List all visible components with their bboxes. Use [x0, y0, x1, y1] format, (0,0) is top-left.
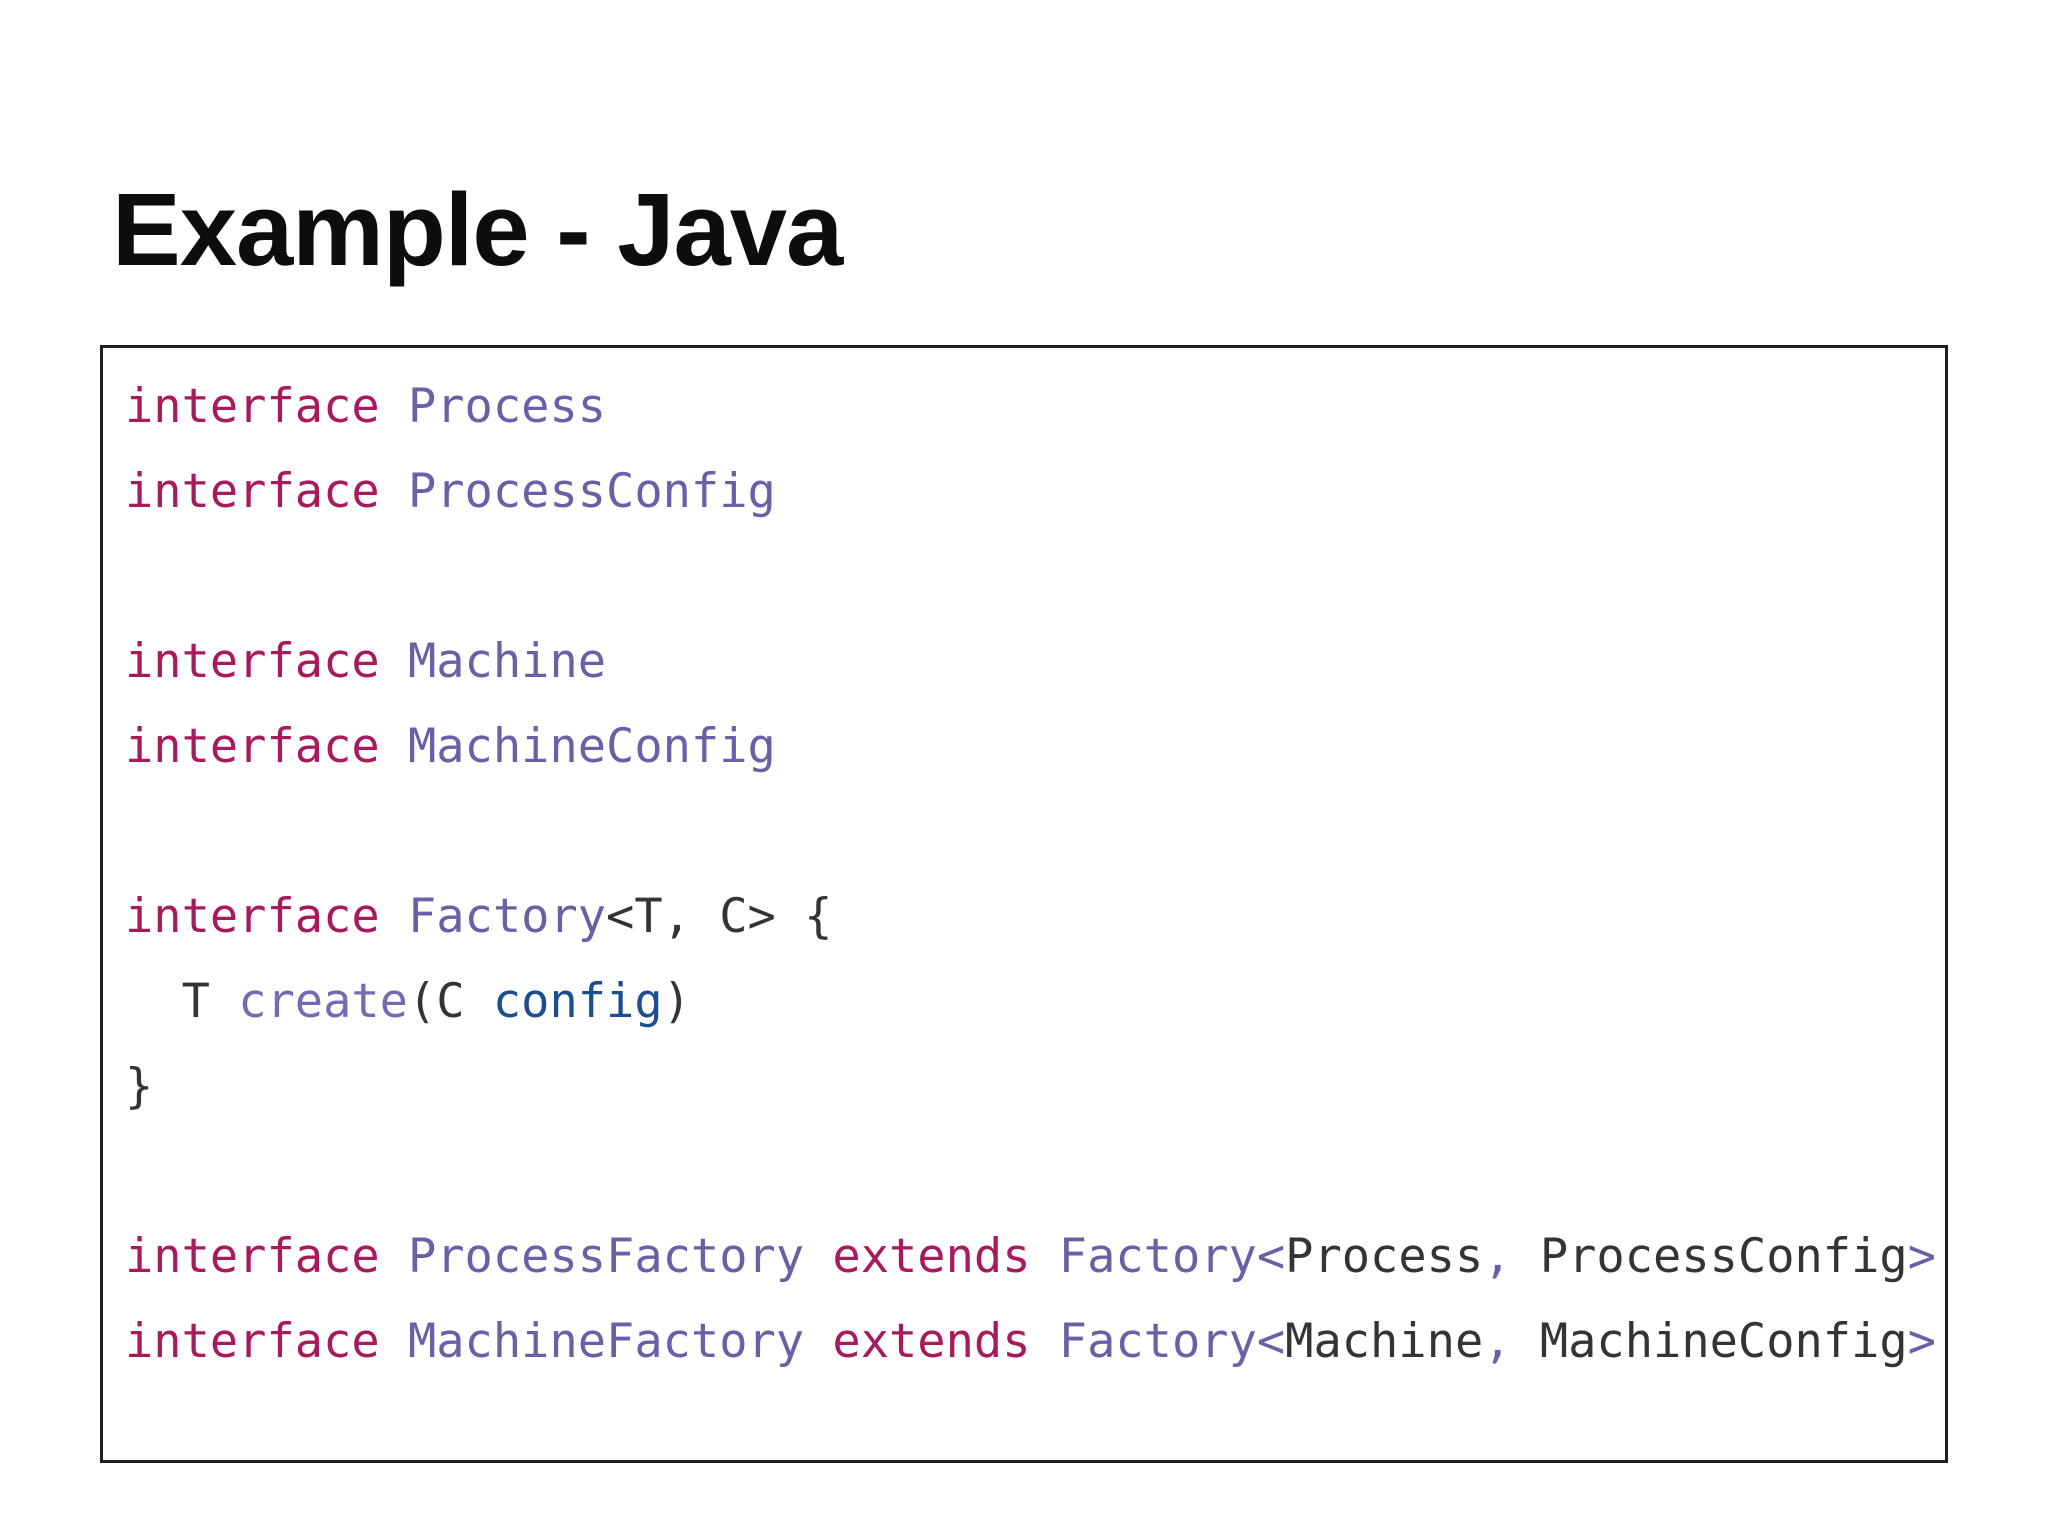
code-line: interface Machine — [125, 619, 1945, 704]
code-line: interface MachineConfig — [125, 704, 1945, 789]
code-token-keyword: interface — [125, 634, 380, 689]
code-token-plain — [380, 719, 408, 774]
code-token-plain — [380, 1229, 408, 1284]
code-line: T create(C config) — [125, 959, 1945, 1044]
slide-title: Example - Java — [112, 172, 843, 287]
code-token-type: ProcessConfig — [407, 464, 776, 519]
code-token-plain: ProcessConfig — [1511, 1229, 1908, 1284]
code-token-keyword: interface — [125, 719, 380, 774]
code-token-keyword: interface — [125, 1314, 380, 1369]
code-token-type: Factory — [407, 889, 607, 944]
code-token-type: Machine — [407, 634, 607, 689]
code-token-punct: > — [1907, 1314, 1936, 1369]
code-token-keyword: interface — [125, 1229, 380, 1284]
code-token-param: config — [492, 974, 663, 1029]
code-token-keyword: extends — [832, 1314, 1031, 1369]
code-token-method: create — [238, 974, 408, 1029]
code-token-type: Factory — [1058, 1314, 1257, 1369]
code-token-plain — [1031, 1314, 1059, 1369]
code-token-plain — [380, 1314, 408, 1369]
code-token-keyword: interface — [125, 379, 380, 434]
code-token-plain: ) — [662, 974, 691, 1029]
code-token-plain — [804, 1314, 832, 1369]
code-token-plain: (C — [407, 974, 493, 1029]
code-token-keyword: interface — [125, 889, 380, 944]
code-token-type: ProcessFactory — [407, 1229, 805, 1284]
code-token-punct: , — [1483, 1229, 1512, 1284]
code-token-plain — [1031, 1229, 1059, 1284]
code-line — [125, 1129, 1945, 1214]
code-token-plain: T — [125, 974, 239, 1029]
code-token-plain: } — [125, 1059, 154, 1114]
code-token-plain — [380, 634, 408, 689]
code-token-plain: Process — [1285, 1229, 1484, 1284]
code-token-type: Process — [407, 379, 607, 434]
code-line — [125, 789, 1945, 874]
code-token-plain: MachineConfig — [1511, 1314, 1908, 1369]
code-line: interface Factory<T, C> { — [125, 874, 1945, 959]
code-token-punct: < — [1256, 1229, 1286, 1284]
code-token-punct: , — [1483, 1314, 1512, 1369]
code-token-plain — [804, 1229, 832, 1284]
code-line: interface MachineFactory extends Factory… — [125, 1299, 1945, 1384]
code-line — [125, 534, 1945, 619]
code-token-plain: <T, C> { — [606, 889, 833, 944]
code-token-plain — [380, 379, 408, 434]
code-token-keyword: interface — [125, 464, 380, 519]
code-token-type: MachineConfig — [407, 719, 776, 774]
code-token-keyword: extends — [832, 1229, 1031, 1284]
code-token-type: MachineFactory — [407, 1314, 805, 1369]
code-token-punct: > — [1907, 1229, 1936, 1284]
code-token-type: Factory — [1058, 1229, 1257, 1284]
code-token-plain — [380, 464, 408, 519]
code-line: interface ProcessFactory extends Factory… — [125, 1214, 1945, 1299]
code-line: interface Process — [125, 364, 1945, 449]
code-token-plain — [380, 889, 408, 944]
code-line: interface ProcessConfig — [125, 449, 1945, 534]
code-token-plain: Machine — [1285, 1314, 1484, 1369]
code-token-punct: < — [1256, 1314, 1286, 1369]
code-line: } — [125, 1044, 1945, 1129]
